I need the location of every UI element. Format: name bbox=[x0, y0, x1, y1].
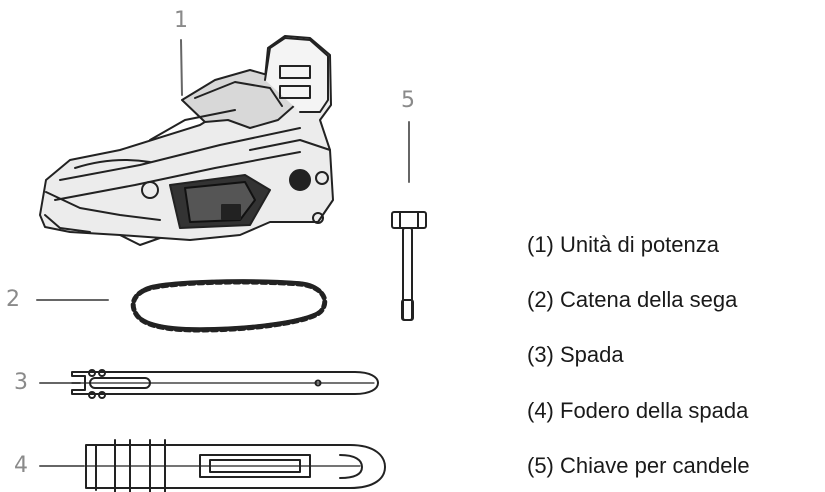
chainsaw-power-unit-icon bbox=[39, 35, 334, 246]
legend-item-5: (5) Chiave per candele bbox=[527, 453, 750, 478]
callout-3: 3 bbox=[14, 370, 28, 395]
callout-1: 1 bbox=[174, 8, 188, 33]
callout-4: 4 bbox=[14, 453, 28, 478]
callout-2: 2 bbox=[6, 287, 20, 312]
spark-plug-wrench-icon bbox=[391, 211, 427, 321]
legend-item-2: (2) Catena della sega bbox=[527, 287, 738, 312]
saw-chain-icon bbox=[130, 279, 328, 333]
leader-line-1 bbox=[180, 39, 183, 96]
callout-5: 5 bbox=[401, 88, 415, 113]
legend-item-4: (4) Fodero della spada bbox=[527, 398, 749, 423]
bar-sheath-icon bbox=[85, 439, 386, 492]
guide-bar-icon bbox=[71, 369, 379, 399]
legend-item-3: (3) Spada bbox=[527, 342, 624, 367]
legend-item-1: (1) Unità di potenza bbox=[527, 232, 719, 257]
